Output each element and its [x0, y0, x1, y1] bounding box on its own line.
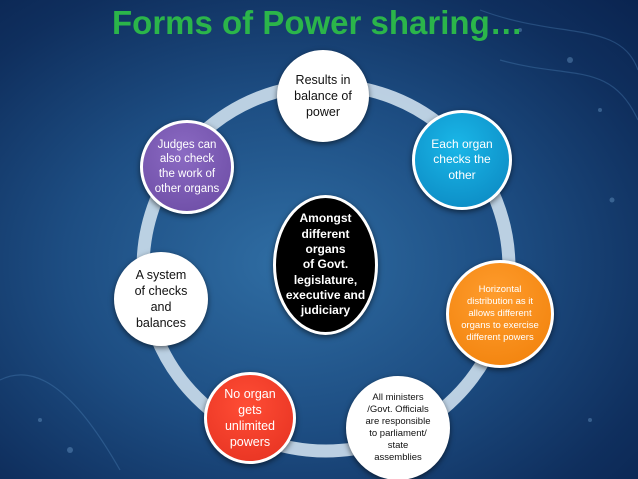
node-horizontal-distribution: Horizontal distribution as it allows dif…	[446, 260, 554, 368]
swirl-decoration	[0, 9, 638, 471]
node-ministers-responsible-text: All ministers /Govt. Officials are respo…	[365, 391, 431, 464]
node-each-organ-checks-text: Each organ checks the other	[431, 136, 493, 182]
node-balance-of-power: Results in balance of power	[277, 50, 369, 142]
node-checks-and-balances-text: A system of checks and balances	[134, 268, 188, 330]
stars-decoration	[38, 28, 615, 453]
center-node: Amongst different organs of Govt. legisl…	[273, 195, 378, 335]
center-node-text: Amongst different organs of Govt. legisl…	[285, 211, 366, 318]
node-each-organ-checks: Each organ checks the other	[412, 110, 512, 210]
node-no-unlimited-powers: No organ gets unlimited powers	[204, 372, 296, 464]
slide-title: Forms of Power sharing…	[112, 4, 523, 41]
node-ministers-responsible: All ministers /Govt. Officials are respo…	[346, 376, 450, 479]
node-no-unlimited-powers-text: No organ gets unlimited powers	[224, 387, 276, 449]
node-horizontal-distribution-text: Horizontal distribution as it allows dif…	[461, 283, 539, 344]
node-judges-check: Judges can also check the work of other …	[140, 120, 234, 214]
node-checks-and-balances: A system of checks and balances	[114, 252, 208, 346]
node-balance-of-power-text: Results in balance of power	[294, 73, 352, 119]
node-judges-check-text: Judges can also check the work of other …	[154, 138, 220, 195]
